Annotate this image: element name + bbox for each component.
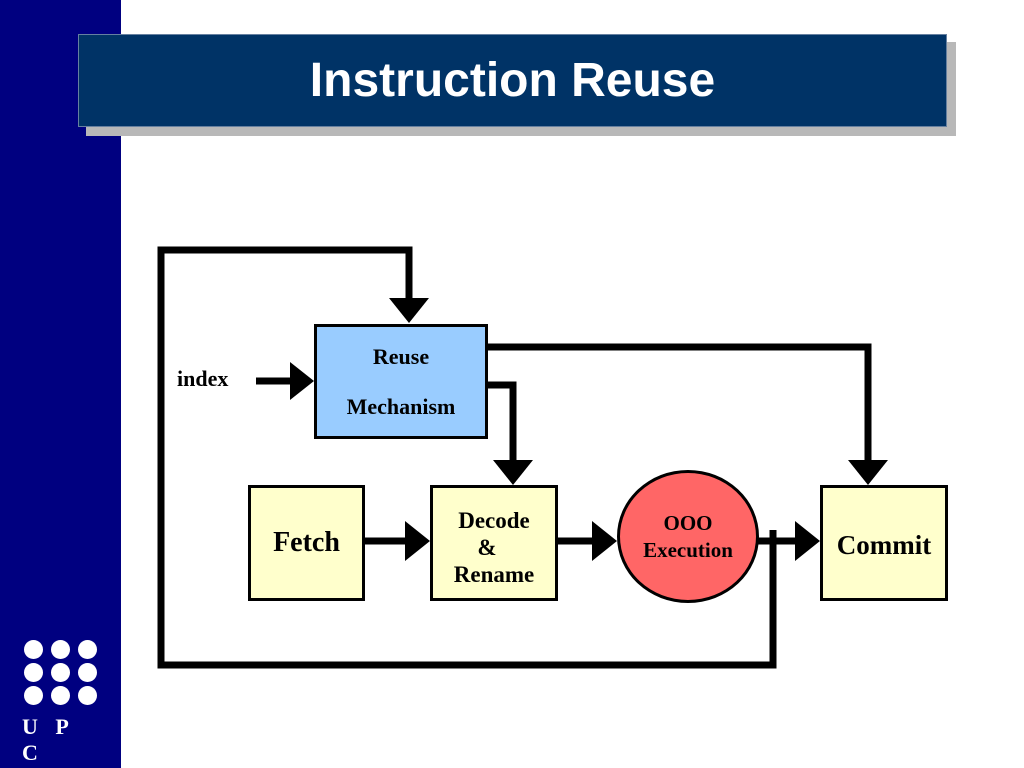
execution-label-line1: OOO	[663, 510, 713, 535]
fetch-box: Fetch	[248, 485, 365, 601]
execution-to-commit-arrow-head	[795, 521, 820, 561]
index-label: index	[177, 366, 229, 391]
decode-to-execution-arrow-head	[592, 521, 617, 561]
decode-rename-box: Decode & Rename	[430, 485, 558, 601]
fetch-label: Fetch	[273, 527, 340, 558]
reuse-label-line2: Mechanism	[346, 394, 456, 419]
fetch-to-decode-arrow-head	[405, 521, 430, 561]
decode-label-line2: &	[477, 535, 497, 560]
reuse-to-commit-arrow-head	[848, 460, 888, 485]
reuse-to-decode-line	[487, 381, 517, 460]
commit-label: Commit	[836, 530, 932, 560]
logo-text: U P C	[22, 714, 74, 765]
upc-logo-icon	[24, 640, 98, 706]
slide-title: Instruction Reuse	[309, 54, 716, 107]
reuse-mechanism-box: Reuse Mechanism	[314, 324, 488, 439]
feedback-loop-line	[157, 246, 777, 669]
reuse-label-line1: Reuse	[372, 344, 430, 369]
decode-label-line1: Decode	[458, 508, 530, 533]
index-arrow-head	[290, 362, 314, 400]
reuse-to-commit-line	[487, 343, 872, 460]
reuse-to-decode-arrow-head	[493, 460, 533, 485]
feedback-arrow-head	[389, 298, 429, 323]
execution-label-line2: Execution	[643, 537, 733, 562]
decode-label-line3: Rename	[453, 562, 535, 587]
commit-box: Commit	[820, 485, 948, 601]
ooo-execution-circle: OOO Execution	[617, 470, 759, 603]
title-bar: Instruction Reuse	[78, 34, 947, 127]
